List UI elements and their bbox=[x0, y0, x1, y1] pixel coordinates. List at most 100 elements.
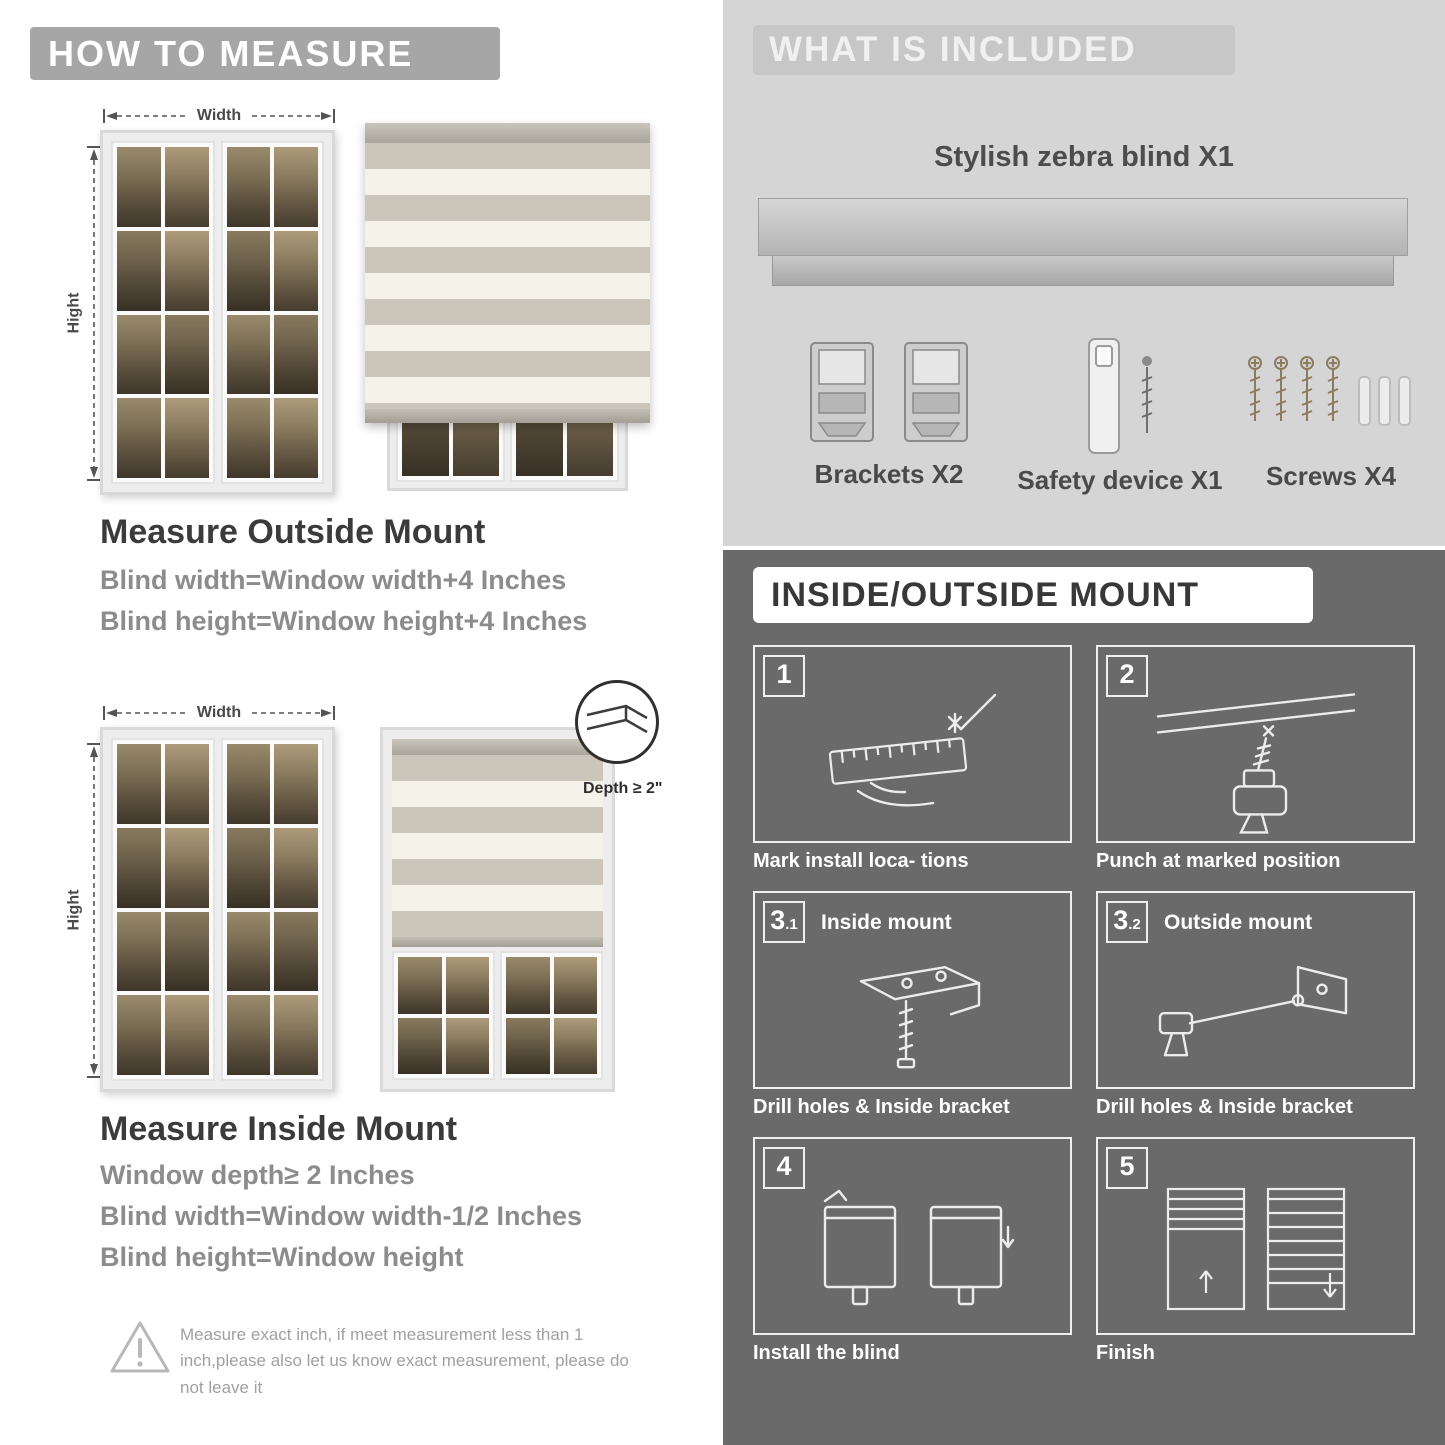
width-arrow-outside: Width bbox=[103, 107, 335, 125]
window-pane bbox=[506, 1017, 550, 1074]
screws-icon bbox=[1248, 356, 1411, 426]
zebra-blind-unit bbox=[365, 123, 650, 423]
step-3-1-number: 3.1 bbox=[763, 901, 805, 943]
drill-illustration bbox=[1156, 692, 1355, 834]
window-pane bbox=[226, 230, 271, 311]
installation-steps-grid: 1 bbox=[753, 645, 1415, 1365]
step-5-caption: Finish bbox=[1096, 1342, 1155, 1364]
step-2-caption: Punch at marked position bbox=[1096, 850, 1341, 872]
window-pane bbox=[398, 1017, 442, 1074]
window-pane bbox=[226, 398, 271, 478]
window-pane bbox=[164, 147, 209, 227]
blind-stripes bbox=[392, 755, 603, 937]
step-4-number: 4 bbox=[763, 1147, 805, 1189]
inside-formula-3: Blind height=Window height bbox=[100, 1242, 464, 1272]
window-pane bbox=[226, 147, 271, 227]
window-behind-blind bbox=[392, 951, 603, 1080]
window-pane bbox=[445, 957, 489, 1014]
headrail-valance-bar bbox=[772, 256, 1394, 286]
step-1-number: 1 bbox=[763, 655, 805, 697]
window-pane bbox=[164, 314, 209, 395]
measure-warning-text: Measure exact inch, if meet measurement … bbox=[180, 1325, 629, 1397]
window-sash bbox=[392, 951, 495, 1080]
width-label-outside: Width bbox=[188, 107, 250, 125]
what-is-included-title: WHAT IS INCLUDED bbox=[769, 30, 1137, 69]
width-arrow-inside: Width bbox=[103, 704, 335, 722]
how-to-measure-title: HOW TO MEASURE bbox=[48, 32, 414, 74]
window-pane bbox=[164, 398, 209, 478]
finish-illustration bbox=[1166, 1187, 1345, 1310]
outside-mount-title: Measure Outside Mount bbox=[100, 513, 486, 551]
window-pane bbox=[274, 827, 318, 908]
step-2: 2 bbox=[1096, 645, 1415, 873]
window-pane bbox=[274, 995, 318, 1075]
window-pane bbox=[553, 1017, 597, 1074]
step-3-2-caption: Drill holes & Inside bracket bbox=[1096, 1096, 1353, 1118]
window-pane bbox=[117, 827, 161, 908]
height-arrow-outside: Hight bbox=[62, 146, 102, 481]
outside-formula-1: Blind width=Window width+4 Inches bbox=[100, 565, 567, 595]
window-pane bbox=[274, 230, 318, 311]
outside-bracket-illustration bbox=[1158, 966, 1347, 1057]
step-3-1-caption: Drill holes & Inside bracket bbox=[753, 1096, 1010, 1118]
step-3-1-box: 3.1 Inside mount bbox=[753, 891, 1072, 1089]
headrail-top-bar bbox=[758, 198, 1408, 256]
window-pane bbox=[506, 957, 550, 1014]
window-pane bbox=[226, 995, 271, 1075]
window-pane bbox=[274, 147, 318, 227]
step-1-box: 1 bbox=[753, 645, 1072, 843]
safety-device-label: Safety device X1 bbox=[1017, 465, 1223, 495]
step-3-2-number: 3.2 bbox=[1106, 901, 1148, 943]
inside-outside-mount-header: INSIDE/OUTSIDE MOUNT bbox=[753, 567, 1313, 623]
zebra-blind-headrail-illustration bbox=[758, 198, 1408, 286]
window-pane bbox=[117, 744, 161, 824]
window-pane bbox=[226, 827, 271, 908]
width-label-inside: Width bbox=[188, 704, 250, 722]
what-is-included-header: WHAT IS INCLUDED bbox=[753, 25, 1235, 75]
step-5: 5 bbox=[1096, 1137, 1415, 1365]
window-pane bbox=[164, 911, 209, 992]
safety-device-icon bbox=[1088, 338, 1153, 454]
blind-illustration-inside bbox=[380, 727, 615, 1092]
window-pane bbox=[398, 957, 442, 1014]
height-arrow-line bbox=[87, 146, 101, 481]
depth-callout-circle bbox=[575, 680, 659, 764]
depth-label: Depth ≥ 2" bbox=[583, 780, 663, 797]
blind-cassette bbox=[365, 123, 650, 143]
inside-outside-mount-section: INSIDE/OUTSIDE MOUNT 1 bbox=[723, 550, 1445, 1445]
brackets-icon bbox=[810, 342, 968, 442]
window-pane bbox=[553, 957, 597, 1014]
step-5-box: 5 bbox=[1096, 1137, 1415, 1335]
brackets-label: Brackets X2 bbox=[814, 459, 964, 489]
window-sash bbox=[500, 951, 603, 1080]
window-pane bbox=[117, 314, 161, 395]
window-pane bbox=[274, 911, 318, 992]
included-item-brackets: Brackets X2 bbox=[783, 335, 995, 490]
window-pane bbox=[226, 744, 271, 824]
window-pane bbox=[117, 230, 161, 311]
window-pane bbox=[164, 827, 209, 908]
window-illustration-outside bbox=[100, 130, 335, 495]
inside-bracket-illustration bbox=[859, 966, 980, 1069]
window-pane bbox=[274, 398, 318, 478]
screws-label: Screws X4 bbox=[1265, 461, 1397, 491]
step-3-1: 3.1 Inside mount bbox=[753, 891, 1072, 1119]
blind-illustration-outside bbox=[365, 123, 650, 495]
window-pane bbox=[117, 911, 161, 992]
height-arrow-inside: Hight bbox=[62, 743, 102, 1078]
window-pane bbox=[274, 744, 318, 824]
window-sash bbox=[220, 141, 324, 484]
window-corner-icon bbox=[586, 704, 648, 734]
step-4-caption: Install the blind bbox=[753, 1342, 900, 1364]
step-3-1-title: Inside mount bbox=[821, 911, 952, 934]
step-4-box: 4 bbox=[753, 1137, 1072, 1335]
inside-outside-mount-title: INSIDE/OUTSIDE MOUNT bbox=[771, 575, 1200, 614]
mark-location-illustration bbox=[828, 693, 996, 807]
included-item-safety-device: Safety device X1 bbox=[1005, 335, 1235, 496]
window-pane bbox=[445, 1017, 489, 1074]
blind-stripes bbox=[365, 143, 650, 409]
window-pane bbox=[164, 744, 209, 824]
warning-icon bbox=[110, 1321, 170, 1373]
height-arrow-line bbox=[87, 743, 101, 1078]
window-sash bbox=[111, 738, 215, 1081]
